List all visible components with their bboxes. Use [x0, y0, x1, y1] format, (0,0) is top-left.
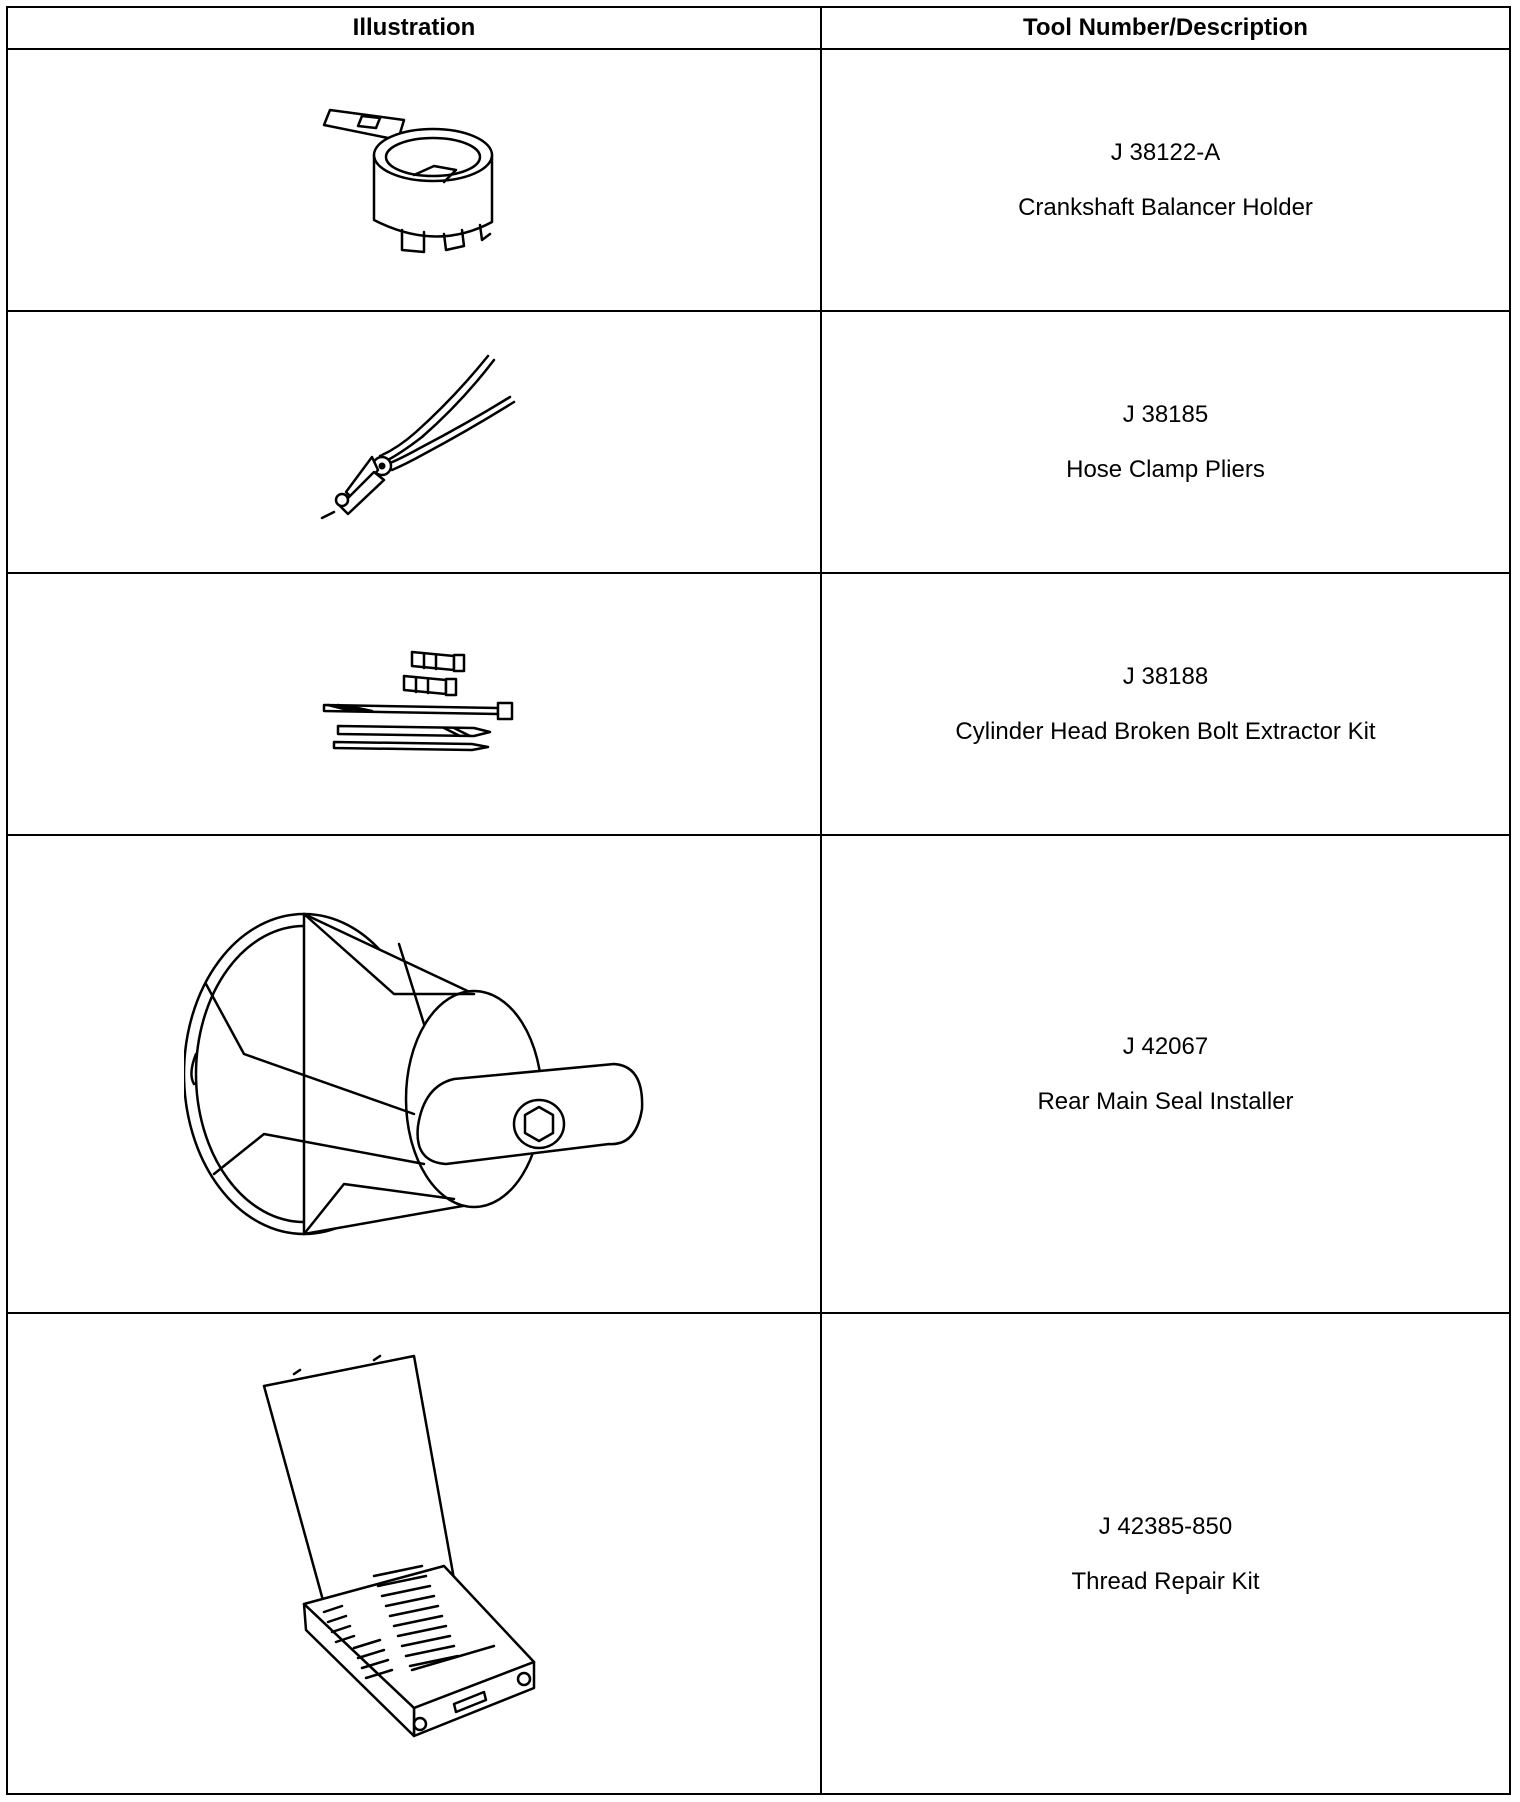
table-row: J 38185 Hose Clamp Pliers: [6, 310, 1511, 574]
illustration-cell: [6, 572, 822, 836]
tool-number: J 42067: [1122, 1033, 1209, 1060]
tool-description-column-header: Tool Number/Description: [820, 6, 1511, 50]
table-row: J 42385-850 Thread Repair Kit: [6, 1312, 1511, 1795]
crankshaft-balancer-holder-icon: [322, 108, 494, 254]
tool-description-cell: J 42067 Rear Main Seal Installer: [820, 834, 1511, 1314]
illustration-cell: [6, 834, 822, 1314]
table-row: J 42067 Rear Main Seal Installer: [6, 834, 1511, 1314]
tool-table: Illustration Tool Number/Description: [6, 6, 1511, 1795]
tool-description-cell: J 42385-850 Thread Repair Kit: [820, 1312, 1511, 1795]
tool-description: Crankshaft Balancer Holder: [1018, 194, 1313, 221]
tool-number: J 38188: [1122, 663, 1209, 690]
table-row: J 38122-A Crankshaft Balancer Holder: [6, 48, 1511, 312]
kit-tool-slots: [322, 1564, 496, 1679]
tool-number: J 38122-A: [1110, 139, 1221, 166]
illustration-cell: [6, 1312, 822, 1795]
bolt-extractor-kit-icon: [322, 650, 514, 752]
illustration-column-header: Illustration: [6, 6, 822, 50]
tool-number: J 42385-850: [1098, 1512, 1233, 1540]
rear-main-seal-installer-icon: [184, 912, 644, 1236]
tool-number: J 38185: [1122, 401, 1209, 428]
tool-description-cell: J 38122-A Crankshaft Balancer Holder: [820, 48, 1511, 312]
hose-clamp-pliers-icon: [320, 354, 516, 520]
table-row: J 38188 Cylinder Head Broken Bolt Extrac…: [6, 572, 1511, 836]
tool-description: Cylinder Head Broken Bolt Extractor Kit: [955, 718, 1376, 745]
illustration-cell: [6, 48, 822, 312]
tool-description: Thread Repair Kit: [1071, 1567, 1260, 1595]
table-header-row: Illustration Tool Number/Description: [6, 6, 1511, 50]
tool-description-cell: J 38185 Hose Clamp Pliers: [820, 310, 1511, 574]
thread-repair-kit-icon: [262, 1354, 536, 1737]
tool-description: Hose Clamp Pliers: [1066, 456, 1265, 483]
tool-description: Rear Main Seal Installer: [1037, 1088, 1294, 1115]
tool-description-cell: J 38188 Cylinder Head Broken Bolt Extrac…: [820, 572, 1511, 836]
illustration-cell: [6, 310, 822, 574]
